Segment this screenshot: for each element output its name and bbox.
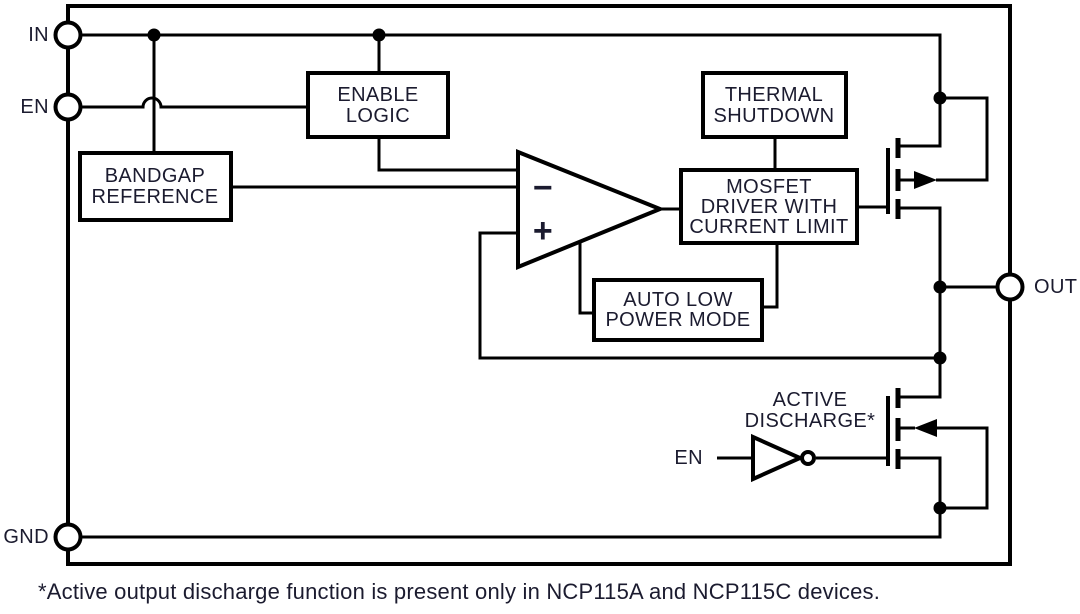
block-bandgap-line1: BANDGAP (105, 165, 206, 187)
wire-discharge-body-to-gnd (936, 426, 989, 510)
block-thermal-shutdown (701, 71, 848, 139)
active-discharge-label-line2: DISCHARGE* (745, 410, 876, 432)
pin-gnd-label: GND (3, 526, 49, 548)
wire-driver-to-auto-low-power (762, 243, 779, 309)
block-mosfet-driver-line2: DRIVER WITH (701, 196, 838, 218)
inverter-triangle (751, 433, 805, 483)
junction-dot (933, 501, 947, 515)
block-thermal-line1: THERMAL (725, 84, 823, 106)
pin-en-circle (53, 92, 83, 122)
block-enable-logic-line1: ENABLE (337, 84, 418, 106)
opamp-triangle (516, 149, 666, 270)
opamp-minus-label: − (533, 169, 553, 207)
junction-dot (933, 280, 947, 294)
pin-en-label: EN (20, 96, 49, 118)
junction-dot (933, 91, 947, 105)
block-thermal-line2: SHUTDOWN (714, 105, 835, 127)
block-bandgap-reference (78, 151, 233, 222)
wire-gnd-rail (81, 508, 942, 539)
wire-en-with-hop (81, 96, 308, 109)
junction-dot (147, 28, 161, 42)
active-discharge-label-line1: ACTIVE (773, 389, 848, 411)
block-bandgap-line2: REFERENCE (92, 186, 219, 208)
inverter-bubble-icon (800, 450, 816, 466)
block-mosfet-driver (679, 168, 859, 245)
inverter-en-label: EN (674, 447, 703, 469)
opamp-plus-label: + (533, 212, 553, 250)
pin-in-circle (53, 20, 83, 50)
wire-pass-drain-to-out (900, 206, 942, 287)
pin-out-circle (995, 272, 1025, 302)
pin-out-label: OUT (1034, 276, 1077, 298)
block-enable-logic (306, 71, 450, 139)
wire-out-to-discharge-drain (900, 287, 942, 399)
pin-in-label: IN (28, 24, 49, 46)
wire-pass-body-to-in (936, 96, 989, 182)
wire-enable-to-opamp (377, 137, 518, 172)
footnote: *Active output discharge function is pre… (38, 579, 880, 604)
mosfet-pass-body-arrow-icon (914, 171, 937, 189)
junction-dot (933, 351, 947, 365)
wire-opamp-to-auto-low-power (578, 243, 594, 315)
junction-dot (372, 28, 386, 42)
ic-boundary (66, 4, 1012, 566)
wire-discharge-source (900, 456, 942, 508)
block-mosfet-driver-line1: MOSFET (726, 176, 812, 198)
block-enable-logic-line2: LOGIC (346, 105, 410, 127)
pin-gnd-circle (53, 522, 83, 552)
wire-in-rail (81, 33, 942, 148)
block-auto-low-power-line2: POWER MODE (605, 309, 750, 331)
mosfet-discharge-body-arrow-icon (914, 419, 937, 437)
block-mosfet-driver-line3: CURRENT LIMIT (689, 216, 848, 238)
block-auto-low-power (592, 278, 764, 342)
wire-feedback-to-opamp-plus (478, 231, 940, 360)
block-auto-low-power-line1: AUTO LOW (623, 289, 733, 311)
